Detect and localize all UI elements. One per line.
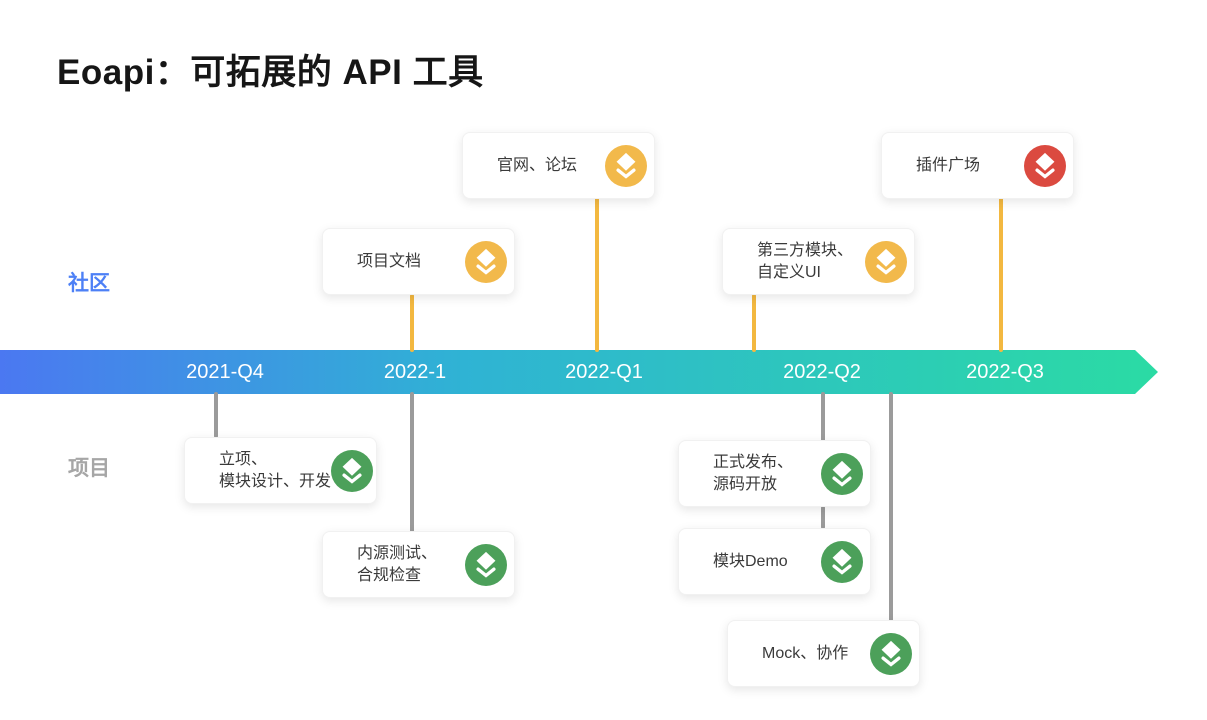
layers-icon	[821, 540, 863, 583]
timeline-date-2022-q3: 2022-Q3	[966, 361, 1044, 383]
connector-line	[214, 392, 218, 438]
connector-line	[410, 392, 414, 533]
card-label: 正式发布、 源码开放	[713, 453, 794, 493]
timeline-date-2022-q1: 2022-Q1	[565, 361, 643, 383]
card-internal-testing: 内源测试、 合规检查	[322, 531, 515, 598]
layers-icon	[331, 449, 374, 492]
layers-icon	[465, 543, 507, 586]
card-label: 第三方模块、 自定义UI	[757, 241, 854, 281]
connector-line	[595, 197, 599, 352]
timeline-date-2022-q2: 2022-Q2	[783, 361, 861, 383]
layers-icon	[465, 240, 507, 283]
connector-line	[889, 392, 893, 622]
card-website-forum: 官网、论坛	[462, 132, 655, 199]
connector-line	[821, 392, 825, 442]
connector-line	[999, 197, 1003, 352]
timeline-arrow: 2021-Q4 2022-1 2022-Q1 2022-Q2 2022-Q3	[0, 350, 1160, 394]
connector-line	[821, 506, 825, 529]
card-label: 立项、 模块设计、开发	[219, 450, 332, 490]
layers-icon	[865, 240, 907, 283]
card-mock-collaboration: Mock、协作	[727, 620, 920, 687]
card-official-release: 正式发布、 源码开放	[678, 440, 871, 507]
timeline-date-2021-q4: 2021-Q4	[186, 361, 264, 383]
row-label-community: 社区	[68, 272, 110, 295]
card-kickoff-module-design: 立项、 模块设计、开发	[184, 437, 377, 504]
timeline-date-2022-1: 2022-1	[383, 361, 447, 383]
row-label-project: 项目	[68, 457, 110, 480]
card-label: 内源测试、 合规检查	[357, 544, 438, 584]
card-module-demo: 模块Demo	[678, 528, 871, 595]
connector-line	[752, 294, 756, 352]
card-plugin-marketplace: 插件广场	[881, 132, 1074, 199]
card-docs: 项目文档	[322, 228, 515, 295]
card-label: 模块Demo	[713, 552, 788, 570]
card-label: Mock、协作	[762, 644, 849, 662]
page-title: Eoapi：可拓展的 API 工具	[57, 53, 484, 92]
card-label: 插件广场	[916, 156, 981, 174]
connector-line	[410, 294, 414, 352]
layers-icon	[821, 452, 863, 495]
card-label: 项目文档	[357, 252, 422, 270]
layers-icon	[1024, 144, 1066, 187]
timeline-arrow-shape	[0, 350, 1158, 394]
layers-icon	[605, 144, 647, 187]
card-third-party-modules: 第三方模块、 自定义UI	[722, 228, 915, 295]
card-label: 官网、论坛	[497, 156, 578, 174]
layers-icon	[870, 632, 912, 675]
